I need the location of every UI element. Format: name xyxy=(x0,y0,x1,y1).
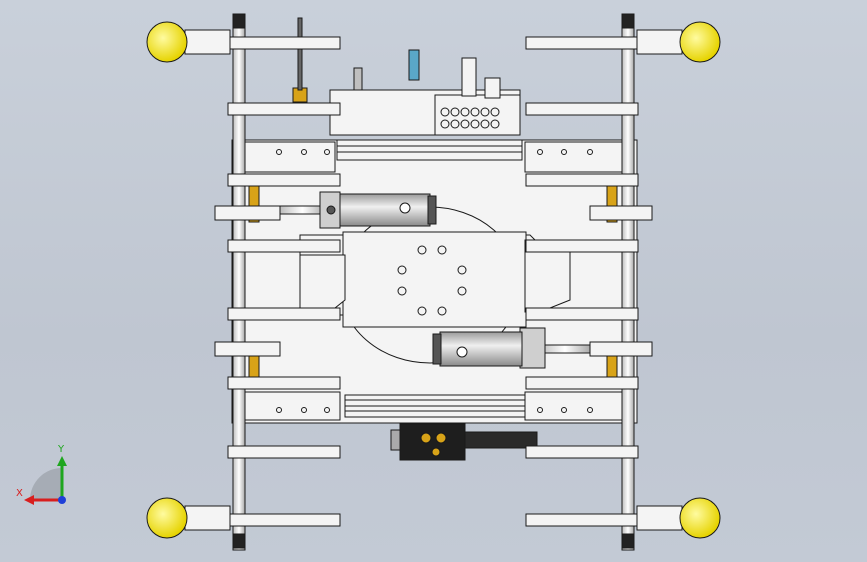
bracket-bl xyxy=(244,391,341,421)
valve-stem xyxy=(461,57,477,97)
blue-fitting xyxy=(408,49,420,81)
pneumatic-cylinder-top xyxy=(339,193,431,227)
ball-top-left xyxy=(146,21,188,63)
bottom-valve-assembly xyxy=(390,423,538,461)
bracket-tr xyxy=(524,141,626,173)
top-rail xyxy=(336,139,523,161)
ball-bottom-right xyxy=(679,497,721,539)
guide-rod-left xyxy=(232,19,246,551)
guide-rod-right xyxy=(621,19,635,551)
pneumatic-cylinder-bottom xyxy=(439,331,523,367)
cylinder-top xyxy=(279,191,437,229)
z-axis-marker xyxy=(58,496,66,504)
ball-top-right xyxy=(679,21,721,63)
bracket-br xyxy=(524,391,626,421)
left-block xyxy=(299,254,346,313)
mount-holes xyxy=(276,149,593,413)
center-mount-plate xyxy=(342,231,527,328)
x-axis-label: X xyxy=(16,488,23,499)
crossbars xyxy=(214,36,653,527)
bracket-tl xyxy=(244,141,336,173)
cylinder-bottom xyxy=(432,327,591,369)
reference-triad[interactable]: Y X xyxy=(16,444,67,505)
guide-rods xyxy=(232,13,635,551)
y-axis-label: Y xyxy=(57,444,65,455)
ball-bottom-left xyxy=(146,497,188,539)
top-valve-assembly xyxy=(292,17,521,136)
main-frame xyxy=(231,139,638,424)
balls xyxy=(146,21,721,539)
valve-actuator xyxy=(464,431,538,449)
